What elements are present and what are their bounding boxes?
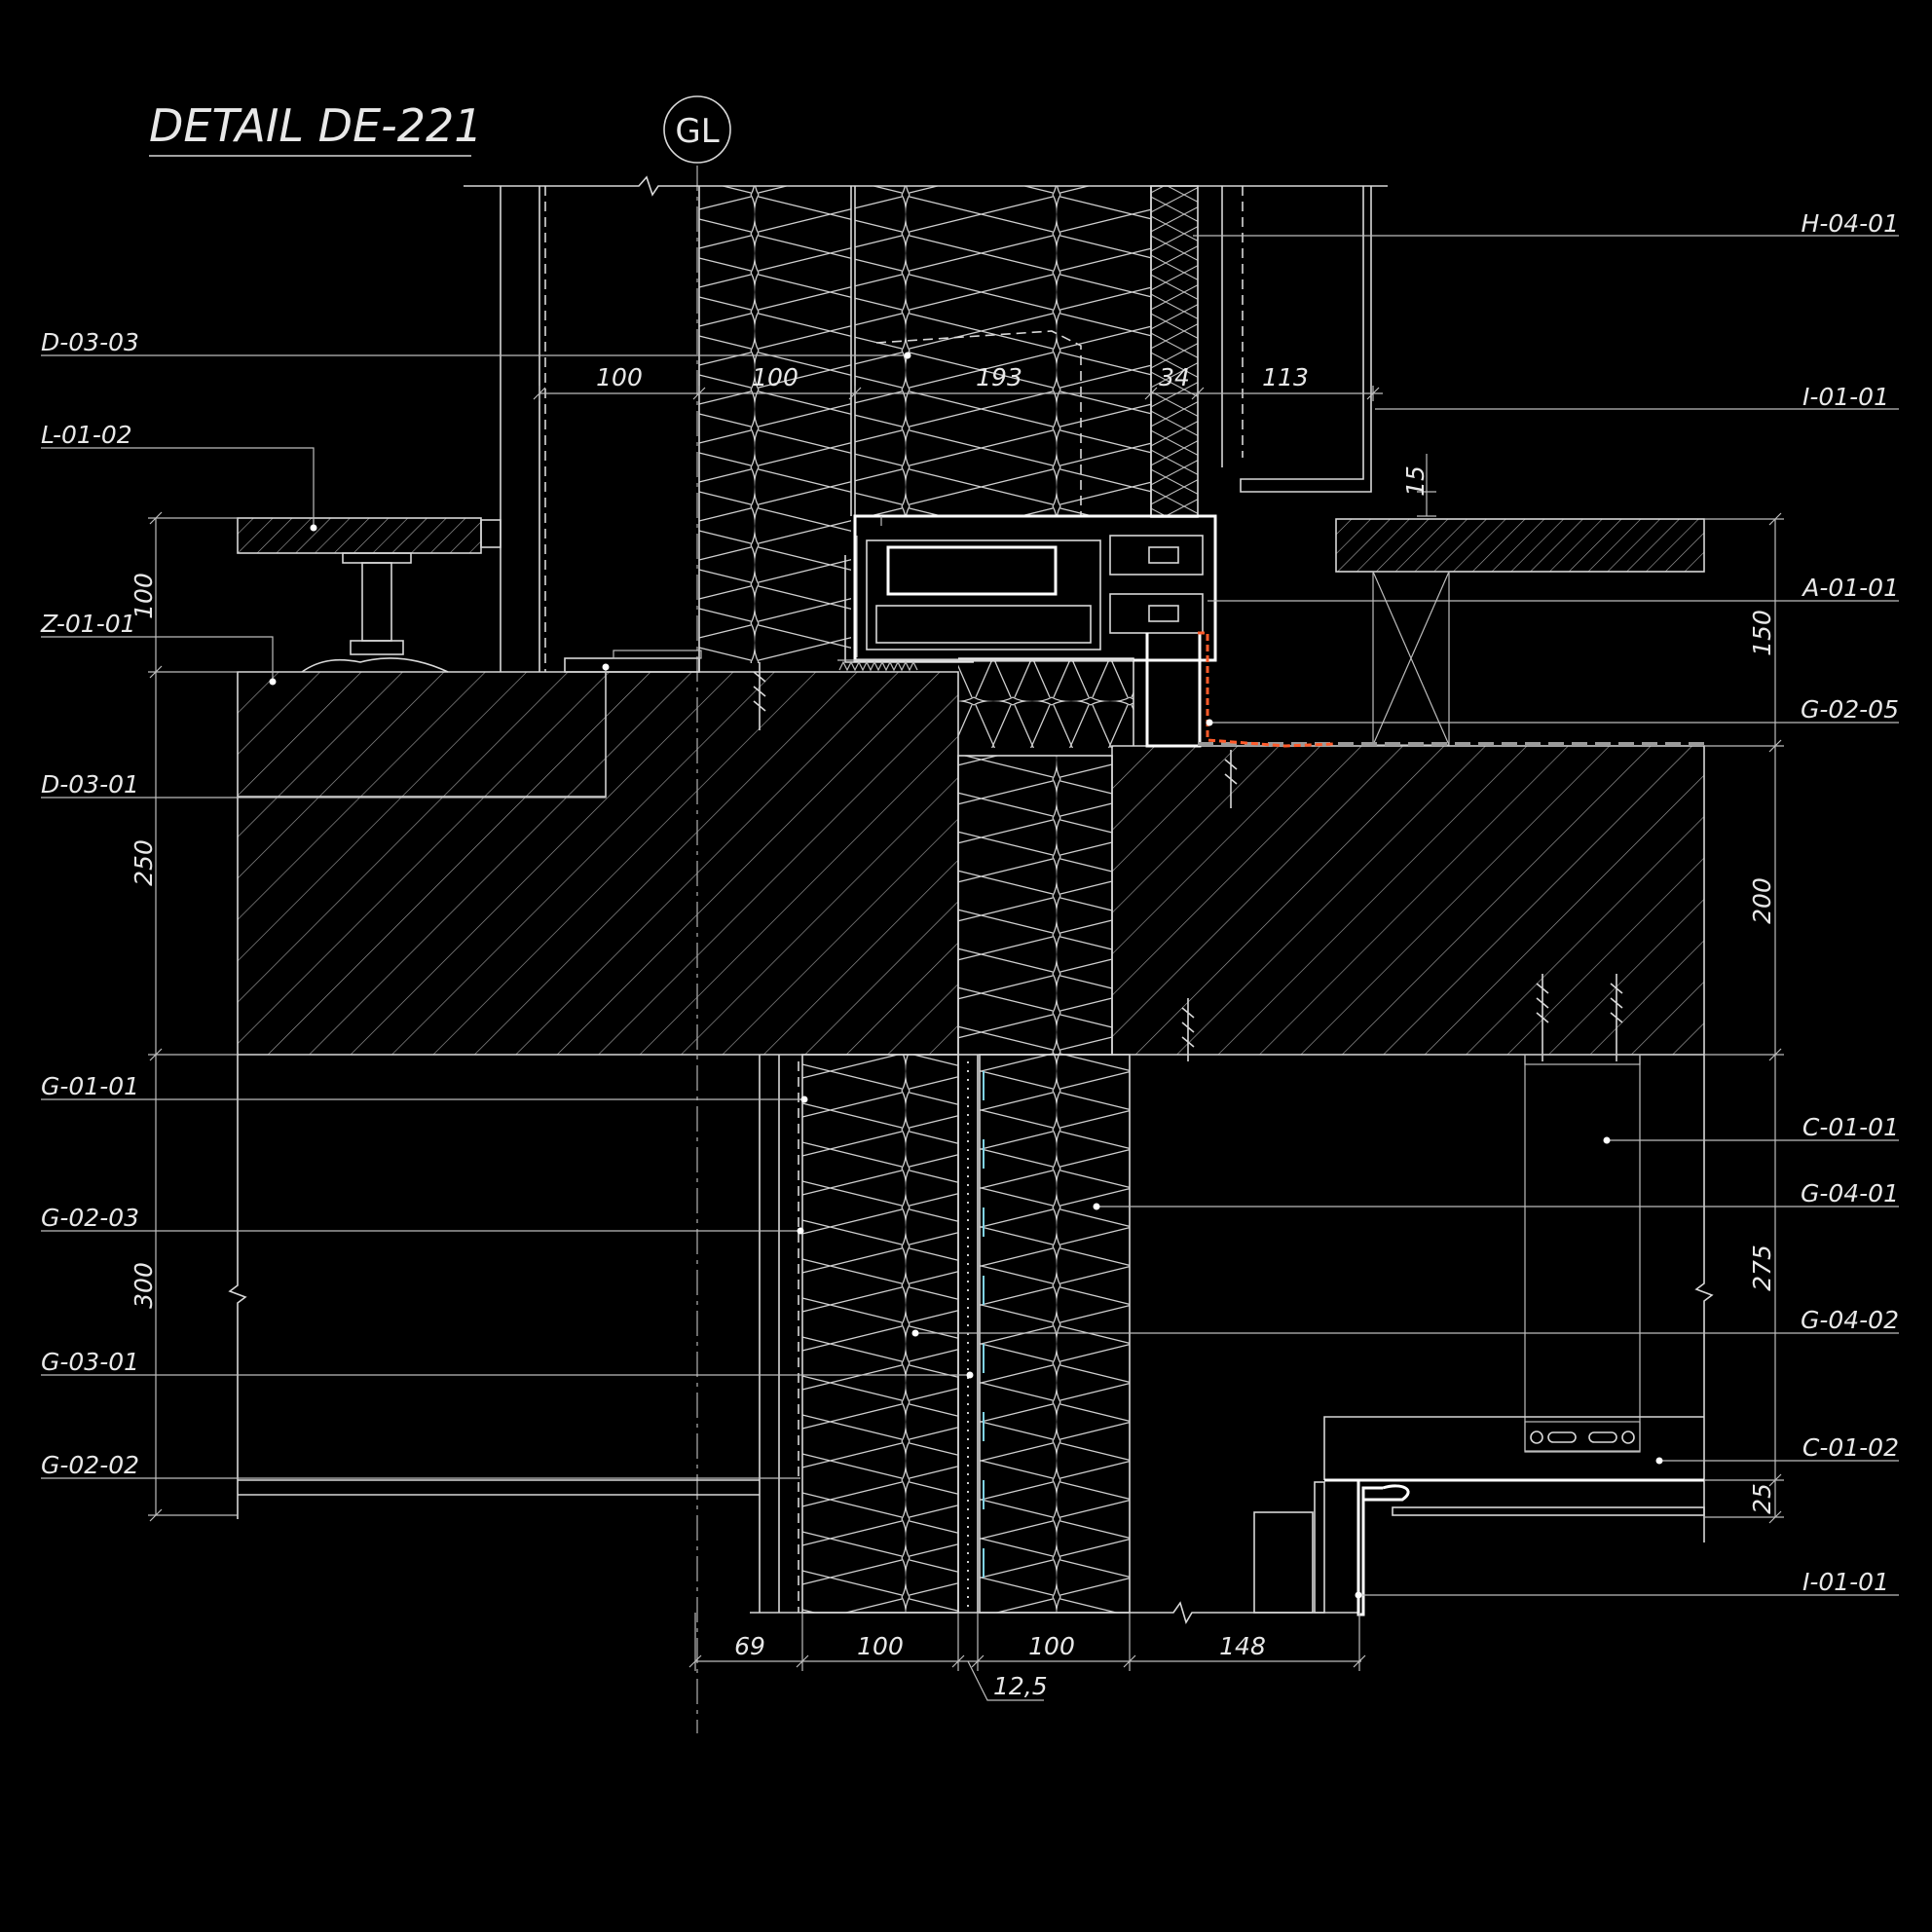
dim-bot-148: 148: [1219, 1632, 1266, 1660]
label-g-03-01: G-03-01: [41, 1348, 139, 1376]
dimension-lines: [148, 386, 1784, 1701]
label-g-02-03: G-02-03: [41, 1204, 139, 1232]
label-d-03-01: D-03-01: [41, 770, 139, 799]
label-g-04-01: G-04-01: [1801, 1179, 1899, 1208]
dim-top-113: 113: [1262, 363, 1309, 391]
sill-seal: [837, 659, 1133, 672]
floor-joist-right: [1372, 571, 1450, 746]
label-a-01-01: A-01-01: [1801, 574, 1899, 602]
upper-wall-board: [1150, 185, 1199, 518]
inner-lining-profile: [1240, 186, 1372, 493]
dim-right-200: 200: [1748, 877, 1776, 924]
dim-right-150: 150: [1748, 610, 1776, 656]
bottom-break-line: [750, 1601, 1358, 1624]
detail-title: DETAIL DE-221: [149, 99, 483, 152]
dim-bot-69: 69: [734, 1632, 765, 1660]
dim-right-275: 275: [1748, 1245, 1776, 1291]
dim-top-100a: 100: [596, 363, 643, 391]
leader-lines: [41, 235, 1899, 1599]
dim-left-100: 100: [130, 573, 158, 619]
dim-left-300: 300: [130, 1262, 158, 1309]
dim-bot-12-5: 12,5: [993, 1672, 1048, 1700]
ceiling-board: [1253, 1416, 1705, 1616]
sill-shim: [613, 650, 702, 659]
floor-board-left: [237, 517, 502, 554]
dim-right-25: 25: [1748, 1483, 1776, 1514]
label-c-01-01: C-01-01: [1802, 1113, 1899, 1141]
dimension-texts: 100 100 193 34 113 15 100 250 300 150 20…: [130, 363, 1776, 1700]
label-d-03-03: D-03-03: [41, 328, 139, 356]
upper-wall-insulation-2: [854, 186, 1152, 517]
dim-top-100b: 100: [752, 363, 799, 391]
label-z-01-01: Z-01-01: [40, 610, 136, 638]
dim-gap-15: 15: [1401, 465, 1430, 497]
floor-board-right: [1335, 518, 1705, 573]
label-c-01-02: C-01-02: [1802, 1433, 1899, 1462]
concrete-slab-right: [1111, 745, 1705, 1056]
labels: H-04-01 D-03-03 I-01-01 L-01-02 A-01-01 …: [40, 209, 1899, 1596]
label-h-04-01: H-04-01: [1802, 209, 1899, 238]
left-break-edge: [228, 1055, 247, 1519]
dim-top-34: 34: [1159, 363, 1190, 391]
grid-bubble: GL: [663, 95, 731, 164]
pedestal-support: [301, 552, 449, 673]
sill-plate: [564, 657, 700, 673]
label-i-01-01-bottom: I-01-01: [1802, 1568, 1889, 1596]
label-l-01-02: L-01-02: [41, 421, 132, 449]
soffit-lines: [238, 1479, 760, 1496]
right-break-edge: [1694, 1055, 1714, 1542]
label-g-02-02: G-02-02: [41, 1451, 139, 1479]
label-i-01-01-top: I-01-01: [1802, 383, 1889, 411]
dim-top-193: 193: [976, 363, 1022, 391]
label-g-01-01: G-01-01: [41, 1072, 139, 1100]
slab-edge-insulation: [957, 657, 1134, 1056]
dim-bot-100b: 100: [1028, 1632, 1075, 1660]
anchor-screws: [753, 662, 1623, 1061]
dim-bot-100a: 100: [857, 1632, 904, 1660]
hidden-frame: [875, 330, 1082, 516]
ceiling-hanger: [1524, 1054, 1641, 1453]
label-g-04-02: G-04-02: [1801, 1306, 1899, 1334]
sealing-tape: [1198, 631, 1335, 748]
grid-bubble-label: GL: [675, 112, 719, 151]
dim-left-250: 250: [130, 839, 158, 886]
concrete-slab-left: [237, 671, 959, 1056]
upper-wall-insulation-1: [698, 186, 852, 672]
label-g-02-05: G-02-05: [1801, 695, 1899, 724]
